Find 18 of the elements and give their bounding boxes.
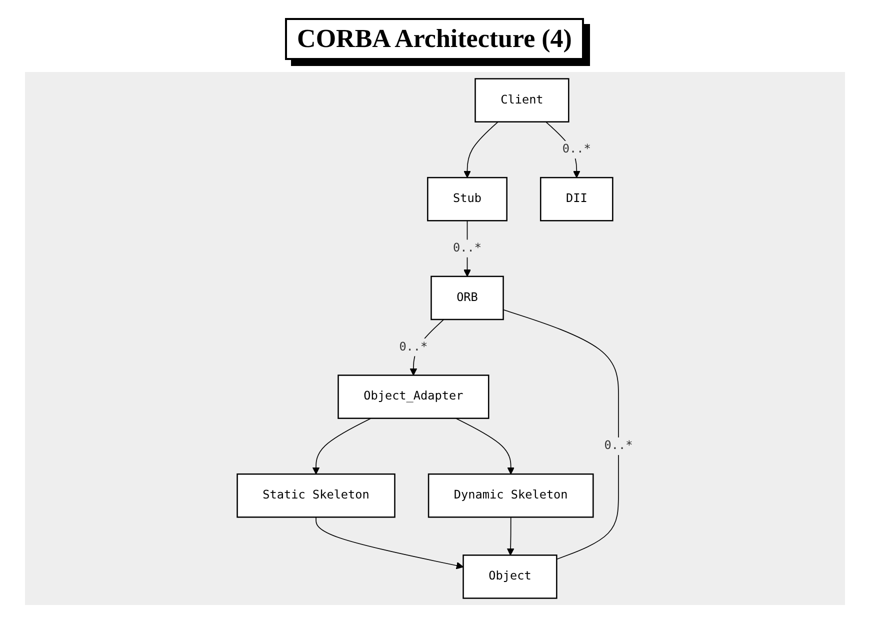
edge-label: 0..* xyxy=(604,439,632,453)
arrow xyxy=(506,516,514,556)
arrow xyxy=(463,121,498,178)
arrow xyxy=(454,418,514,474)
connector xyxy=(502,309,618,560)
arrow xyxy=(315,516,464,570)
node-box: Static Skeleton xyxy=(236,473,395,518)
node-box: Dynamic Skeleton xyxy=(427,473,594,518)
node-box: Stub xyxy=(426,176,507,222)
edge-label: 0..* xyxy=(452,241,481,255)
arrow xyxy=(312,418,371,474)
node-box: ORB xyxy=(430,276,504,320)
edge-label: 0..* xyxy=(398,340,428,354)
node-box: Object_Adapter xyxy=(337,374,489,419)
node-box: Client xyxy=(474,78,569,122)
node-box: Object xyxy=(462,554,557,599)
edge-label: 0..* xyxy=(562,142,590,156)
node-box: DII xyxy=(539,176,613,222)
